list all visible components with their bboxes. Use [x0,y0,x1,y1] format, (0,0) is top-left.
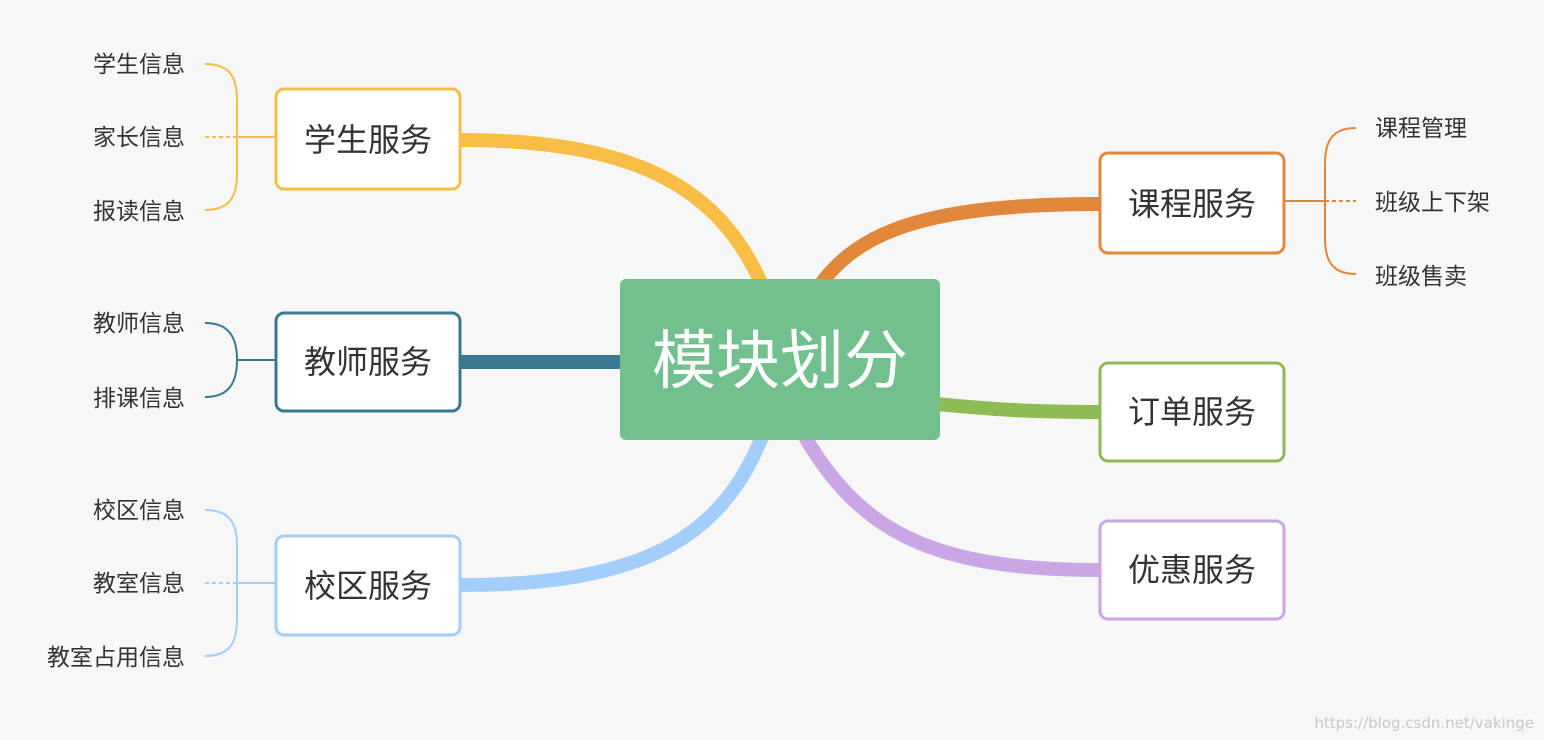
leaf-classroom-usage-info[interactable]: 教室占用信息 [47,645,185,671]
leaf-connectors-student [204,63,276,211]
leaf-class-listing[interactable]: 班级上下架 [1375,190,1490,216]
connector-campus [459,434,769,592]
branch-node-course[interactable]: 课程服务 [1098,151,1286,255]
leaf-classroom-info[interactable]: 教室信息 [93,571,185,597]
branch-label-course: 课程服务 [1128,185,1256,223]
branch-node-order[interactable]: 订单服务 [1098,361,1286,463]
branch-label-order: 订单服务 [1128,393,1256,431]
leaf-campus-info[interactable]: 校区信息 [93,498,185,524]
leaf-course-management[interactable]: 课程管理 [1375,116,1467,142]
leaf-enrollment-info[interactable]: 报读信息 [93,199,185,225]
center-label: 模块划分 [652,325,908,399]
leaf-schedule-info[interactable]: 排课信息 [93,386,185,412]
connector-order [935,397,1101,419]
leaf-student-info[interactable]: 学生信息 [93,52,185,78]
leaf-teacher-info[interactable]: 教师信息 [93,311,185,337]
branch-node-student[interactable]: 学生服务 [274,87,462,191]
branch-label-campus: 校区服务 [304,567,432,605]
connector-student [459,133,769,288]
leaf-class-sales[interactable]: 班级售卖 [1375,264,1467,290]
branch-label-teacher: 教师服务 [304,343,432,381]
branch-label-student: 学生服务 [304,121,432,159]
branch-node-teacher[interactable]: 教师服务 [274,311,462,413]
center-node[interactable]: 模块划分 [620,279,940,440]
watermark: https://blog.csdn.net/vakinge [1314,714,1534,732]
leaf-connectors-campus [204,509,276,657]
branch-node-discount[interactable]: 优惠服务 [1098,519,1286,621]
leaf-parent-info[interactable]: 家长信息 [93,125,185,151]
branch-label-discount: 优惠服务 [1128,551,1256,589]
connector-course [814,197,1101,290]
leaf-connectors-course [1284,127,1357,275]
connector-discount [798,433,1101,577]
branch-node-campus[interactable]: 校区服务 [274,534,462,637]
leaf-connectors-teacher [204,322,276,398]
